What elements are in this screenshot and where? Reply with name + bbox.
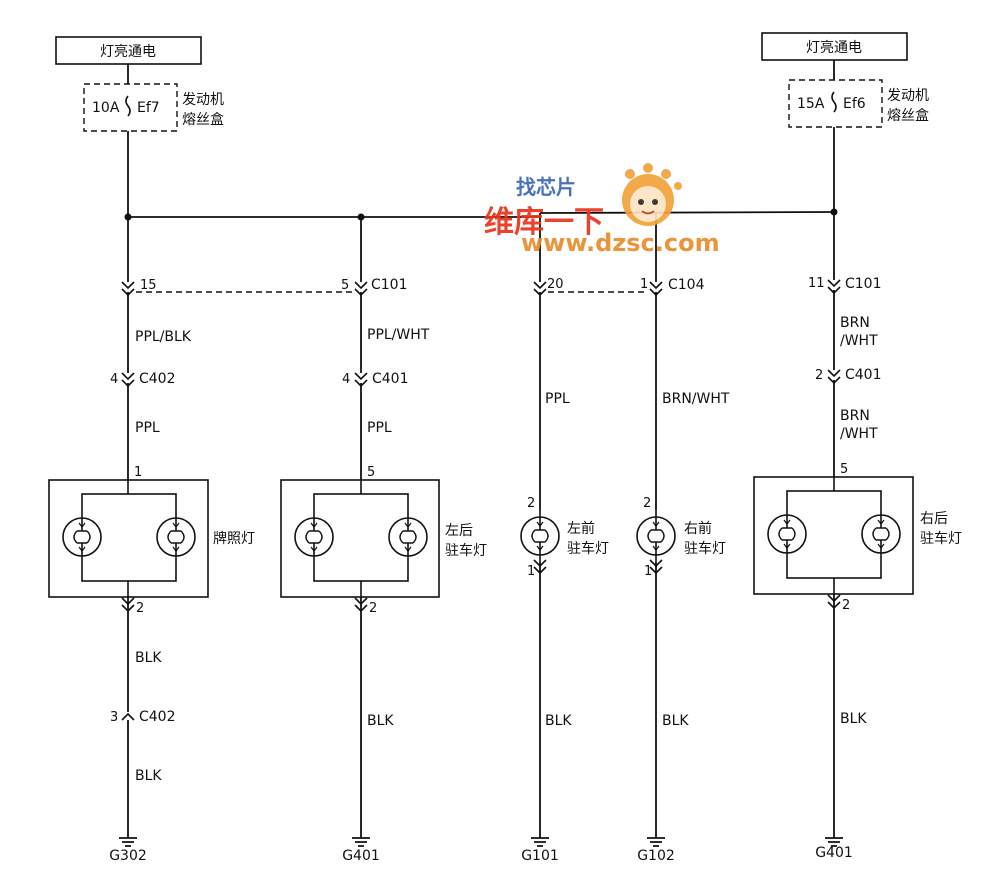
- c3-top-pin: 20: [547, 277, 564, 292]
- c1-ground: G302: [109, 848, 147, 864]
- c4-lamp-label-1: 右前: [684, 520, 712, 537]
- c5-wire3: BLK: [840, 711, 867, 727]
- lamp-left-front: [520, 510, 560, 562]
- c1-mid-conn: C402: [139, 371, 176, 387]
- c3-wire3: BLK: [545, 713, 572, 729]
- c2-wire3: BLK: [367, 713, 394, 729]
- c2-lamp-label-1: 左后: [445, 523, 473, 539]
- fuse-amp-left: 10A: [92, 100, 120, 116]
- c1-wire1: PPL/BLK: [135, 329, 192, 345]
- c1-lower-pin: 3: [110, 710, 118, 725]
- fuse-box-label-right-2: 熔丝盒: [887, 107, 929, 124]
- c5-lamp-label-2: 驻车灯: [920, 530, 962, 547]
- circuit-4-labels: 1 C104 BRN/WHT 2 右前 驻车灯 1 BLK G102: [637, 277, 730, 864]
- c2-mid-conn: C401: [372, 371, 409, 387]
- c1-lower-conn: C402: [139, 709, 176, 725]
- circuit-2-labels: 5 C101 PPL/WHT 4 C401 PPL 5 左后 驻车灯 2 BLK…: [341, 277, 487, 864]
- fuse-amp-right: 15A: [797, 96, 825, 112]
- watermark-url: www.dzsc.com: [521, 229, 720, 257]
- c1-mid-pin: 4: [110, 372, 118, 387]
- c1-top-pin: 15: [140, 278, 157, 293]
- power-label-right: 灯亮通电: [806, 39, 862, 56]
- fuse-box-label-left-2: 熔丝盒: [182, 111, 224, 128]
- c5-lamp-pin-top: 5: [840, 462, 848, 477]
- c4-top-pin: 1: [640, 277, 648, 292]
- c1-lamp-pin-bottom: 2: [136, 601, 144, 616]
- watermark-logo: 找芯片 维库一下 www.dzsc.com: [484, 163, 720, 257]
- c1-wire2: PPL: [135, 420, 160, 436]
- c4-wire3: BLK: [662, 713, 689, 729]
- power-source-left: 灯亮通电: [55, 36, 202, 65]
- fuse-id-right: Ef6: [843, 96, 866, 112]
- ground-symbols: [118, 829, 844, 847]
- lamp-left-rear: [280, 479, 440, 598]
- c4-lamp-label-2: 驻车灯: [684, 540, 726, 557]
- c2-top-pin: 5: [341, 278, 349, 293]
- c4-wire1: BRN/WHT: [662, 391, 730, 407]
- c1-wire3: BLK: [135, 650, 162, 666]
- c5-wire1-line1: BRN: [840, 315, 870, 331]
- c5-wire2-line1: BRN: [840, 408, 870, 424]
- c2-wire1: PPL/WHT: [367, 327, 430, 343]
- c1-wire4: BLK: [135, 768, 162, 784]
- lamp-right-rear: [753, 476, 914, 595]
- c5-mid-conn: C401: [845, 367, 882, 383]
- circuit-1-labels: 15 PPL/BLK 4 C402 PPL 1 牌照灯 2 BLK 3 C402…: [109, 278, 255, 864]
- watermark-line2: 维库一下: [484, 205, 604, 240]
- c5-wire1-line2: /WHT: [840, 333, 878, 349]
- c2-ground: G401: [342, 848, 380, 864]
- c4-lamp-pin-top: 2: [643, 496, 651, 511]
- c5-wire2-line2: /WHT: [840, 426, 878, 442]
- c2-lamp-label-2: 驻车灯: [445, 542, 487, 559]
- c5-ground: G401: [815, 845, 853, 861]
- fuse-box-label-left-1: 发动机: [182, 92, 224, 108]
- c3-wire1: PPL: [545, 391, 570, 407]
- c3-lamp-pin-bottom: 1: [527, 564, 535, 579]
- power-source-right: 灯亮通电: [761, 32, 908, 61]
- c4-lamp-pin-bottom: 1: [644, 564, 652, 579]
- c5-top-pin: 11: [808, 276, 825, 291]
- watermark-line1: 找芯片: [516, 175, 576, 199]
- junction-dots: [124, 208, 838, 221]
- circuit-3-labels: 20 PPL 2 左前 驻车灯 1 BLK G101: [521, 277, 609, 864]
- c5-mid-pin: 2: [815, 368, 823, 383]
- power-label-left: 灯亮通电: [100, 43, 156, 60]
- lamp-right-front: [636, 510, 676, 562]
- c1-lamp-label: 牌照灯: [213, 530, 255, 547]
- c3-lamp-label-2: 驻车灯: [567, 540, 609, 557]
- c1-lamp-pin-top: 1: [134, 465, 142, 480]
- feed-wires: [127, 60, 835, 218]
- fuse-id-left: Ef7: [137, 100, 160, 116]
- c3-ground: G101: [521, 848, 559, 864]
- fuse-ef6: 15A Ef6 发动机 熔丝盒: [788, 79, 929, 128]
- fuse-ef7: 10A Ef7 发动机 熔丝盒: [83, 83, 224, 132]
- c2-top-conn: C101: [371, 277, 408, 293]
- connector-symbols: [121, 279, 841, 721]
- lamp-license-plate: [48, 479, 209, 598]
- c3-lamp-label-1: 左前: [567, 520, 595, 537]
- column-wires: [127, 212, 835, 830]
- mascot-icon: [622, 163, 682, 226]
- c5-lamp-pin-bottom: 2: [842, 598, 850, 613]
- c3-lamp-pin-top: 2: [527, 496, 535, 511]
- c4-ground: G102: [637, 848, 675, 864]
- c5-lamp-label-1: 右后: [920, 511, 948, 527]
- c2-wire2: PPL: [367, 420, 392, 436]
- c2-mid-pin: 4: [342, 372, 350, 387]
- c2-lamp-pin-top: 5: [367, 465, 375, 480]
- c4-top-conn: C104: [668, 277, 705, 293]
- fuse-box-label-right-1: 发动机: [887, 88, 929, 104]
- circuit-5-labels: 11 C101 BRN /WHT 2 C401 BRN /WHT 5 右后 驻车…: [808, 276, 962, 861]
- c5-top-conn: C101: [845, 276, 882, 292]
- c2-lamp-pin-bottom: 2: [369, 601, 377, 616]
